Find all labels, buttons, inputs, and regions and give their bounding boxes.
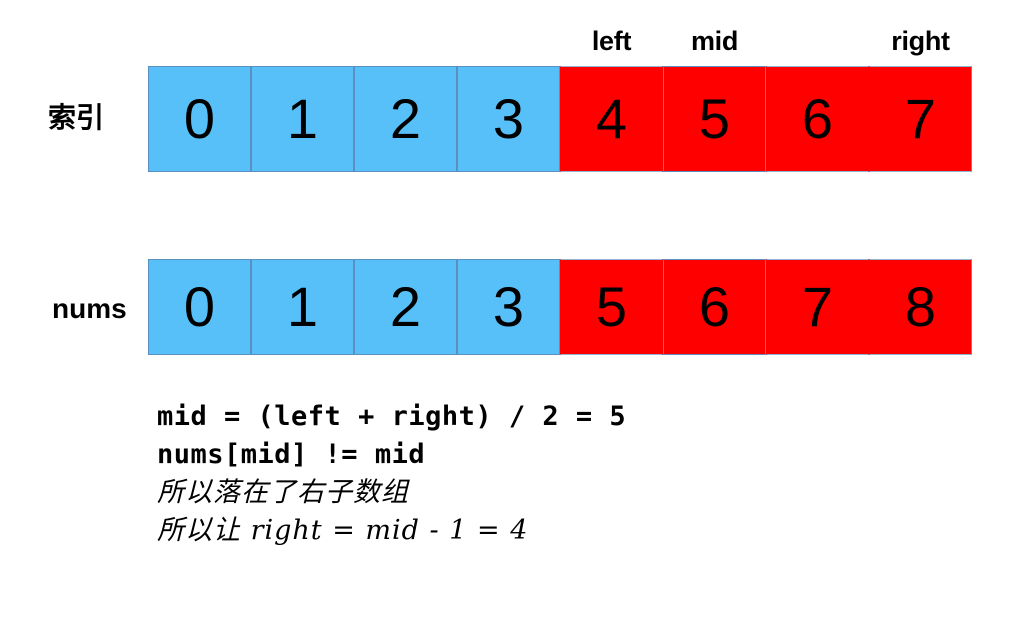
nums-cell-4: 5: [560, 259, 663, 355]
pointer-label-right: right: [891, 26, 950, 56]
explanation-line-2: nums[mid] != mid: [157, 439, 426, 470]
pointer-label-row: left mid right: [148, 24, 976, 64]
nums-row: 0 1 2 3 5 6 7 8: [148, 259, 972, 355]
nums-cell-6: 7: [766, 259, 869, 355]
pointer-label-mid: mid: [690, 26, 739, 56]
nums-cell-7: 8: [869, 259, 972, 355]
explanation-line-1: mid = (left + right) / 2 = 5: [157, 401, 627, 432]
nums-cell-2: 2: [354, 259, 457, 355]
explanation-block: mid = (left + right) / 2 = 5 nums[mid] !…: [157, 398, 857, 550]
index-cell-4: 4: [560, 66, 663, 172]
nums-cell-5-mid: 6: [663, 259, 766, 355]
index-cell-2: 2: [354, 66, 457, 172]
pointer-label-left: left: [591, 26, 632, 56]
row-label-index: 索引: [48, 102, 105, 133]
index-cell-1: 1: [251, 66, 354, 172]
index-cell-0: 0: [148, 66, 251, 172]
index-cell-6: 6: [766, 66, 869, 172]
nums-cell-3: 3: [457, 259, 560, 355]
explanation-line-3: 所以落在了右子数组: [157, 477, 409, 508]
row-label-nums: nums: [52, 293, 127, 324]
explanation-line-4: 所以让 right = mid - 1 = 4: [157, 515, 529, 546]
index-cell-3: 3: [457, 66, 560, 172]
nums-cell-1: 1: [251, 259, 354, 355]
index-cell-7: 7: [869, 66, 972, 172]
index-row: 0 1 2 3 4 5 6 7: [148, 66, 972, 172]
nums-cell-0: 0: [148, 259, 251, 355]
index-cell-5-mid: 5: [663, 66, 766, 172]
